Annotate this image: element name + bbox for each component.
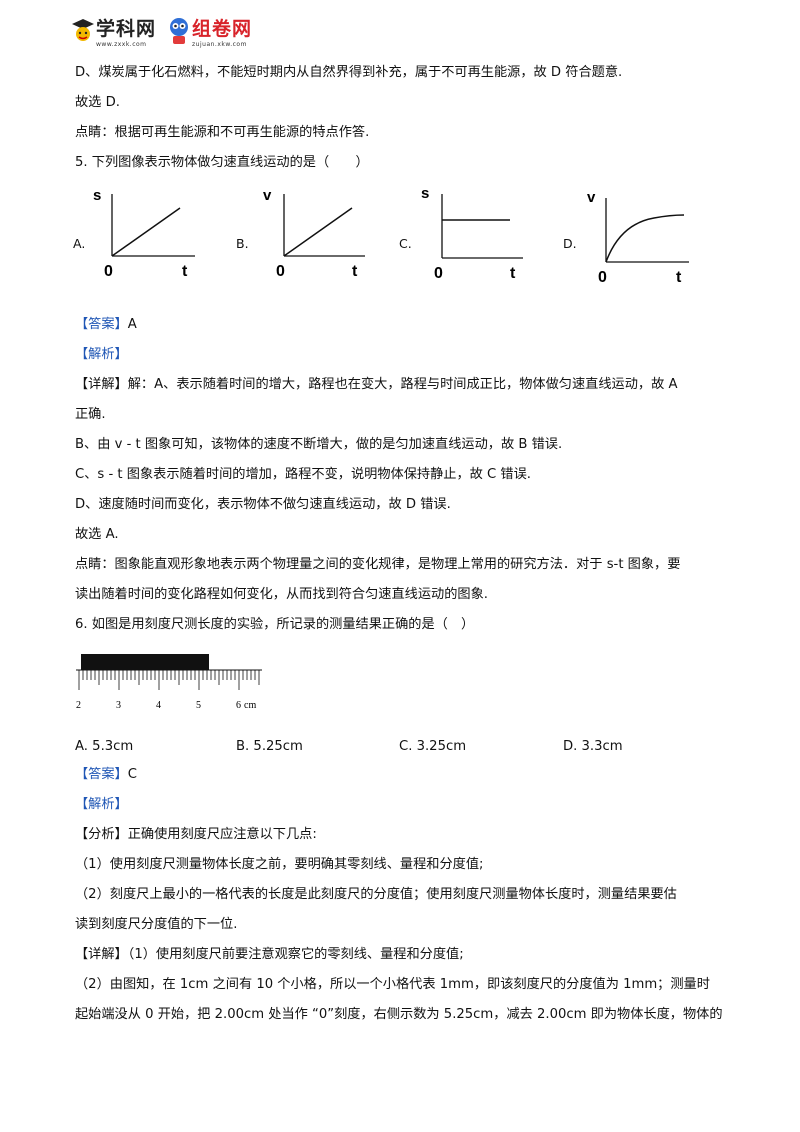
ruler-label: 4 — [156, 700, 161, 711]
ruler-ticks — [78, 670, 260, 690]
graph-c-origin: 0 — [434, 265, 443, 282]
option-b-label: B. — [236, 236, 249, 251]
graph-c-y-label: s — [421, 185, 429, 202]
graph-c: s 0 t — [421, 185, 523, 282]
text-line: （2）由图知，在 1cm 之间有 10 个小格，所以一个小格代表 1mm，即该刻… — [75, 977, 710, 992]
graph-a-line — [111, 207, 181, 257]
q6-fenxi-line: 【分析】正确使用刻度尺应注意以下几点: — [75, 826, 317, 844]
analysis-tag: 【解析】 — [75, 347, 128, 362]
question-5: 5. 下列图像表示物体做匀速直线运动的是（ ） — [75, 155, 369, 170]
text-line: 正确. — [75, 407, 106, 422]
graph-b-y-label: v — [263, 187, 272, 204]
zujuan-logo: 组卷网 zujuan.xkw.com — [166, 14, 252, 48]
q6-option-a: A. 5.3cm — [75, 739, 134, 754]
text-line: 故选 A. — [75, 527, 119, 542]
option-a-label: A. — [73, 236, 86, 251]
graph-d: v 0 t — [587, 189, 689, 286]
graph-a: s 0 t — [93, 187, 195, 280]
q6-fenxi-text: 正确使用刻度尺应注意以下几点: — [127, 827, 317, 842]
q6-detail-text: （1）使用刻度尺前要注意观察它的零刻线、量程和分度值; — [127, 947, 464, 962]
ruler-label: 5 — [196, 700, 201, 711]
zxxk-logo-sub: www.zxxk.com — [96, 41, 147, 48]
q6-answer-value: C — [127, 767, 137, 782]
text-line: 点睛：根据可再生能源和不可再生能源的特点作答. — [75, 125, 370, 140]
zxxk-logo: 学科网 www.zxxk.com — [70, 14, 156, 48]
graph-c-x-label: t — [510, 265, 516, 282]
q6-option-c: C. 3.25cm — [399, 739, 467, 754]
q6-detail-line: 【详解】（1）使用刻度尺前要注意观察它的零刻线、量程和分度值; — [75, 946, 464, 964]
q6-option-d: D. 3.3cm — [563, 739, 623, 754]
analysis-tag: 【解析】 — [75, 797, 128, 812]
text-line: （2）刻度尺上最小的一格代表的长度是此刻度尺的分度值；使用刻度尺测量物体长度时，… — [75, 887, 677, 902]
graph-b: v 0 t — [263, 187, 365, 280]
graph-d-y-label: v — [587, 189, 596, 206]
ruler-label: 6 — [236, 700, 241, 711]
zujuan-logo-text: 组卷网 — [192, 18, 253, 40]
q5-answer-line: 【答案】A — [75, 316, 137, 334]
detail-tag: 【详解】 — [75, 377, 128, 392]
zujuan-logo-sub: zujuan.xkw.com — [192, 41, 247, 48]
text-line: B、由 v - t 图象可知，该物体的速度不断增大，做的是匀加速直线运动，故 B… — [75, 437, 563, 452]
graph-a-y-label: s — [93, 187, 101, 204]
detail-tag: 【详解】 — [75, 947, 128, 962]
q5-answer-value: A — [127, 317, 137, 332]
q6-option-b: B. 5.25cm — [236, 739, 303, 754]
question-6: 6. 如图是用刻度尺测长度的实验，所记录的测量结果正确的是（ ） — [75, 617, 475, 632]
option-d-label: D. — [563, 236, 577, 251]
answer-tag: 【答案】 — [75, 767, 128, 782]
ruler-figure: 2 3 4 5 6 cm — [76, 654, 262, 711]
text-line: 读出随着时间的变化路程如何变化，从而找到符合匀速直线运动的图象. — [75, 587, 489, 602]
graph-d-x-label: t — [676, 269, 682, 286]
graph-a-x-label: t — [182, 263, 188, 280]
text-line: 点睛：图象能直观形象地表示两个物理量之间的变化规律，是物理上常用的研究方法．对于… — [75, 557, 681, 572]
answer-tag: 【答案】 — [75, 317, 128, 332]
ruler-unit: cm — [244, 700, 256, 711]
measured-object — [81, 654, 209, 670]
graduate-icon — [72, 19, 94, 41]
ruler-label: 3 — [116, 700, 121, 711]
graph-b-origin: 0 — [276, 263, 285, 280]
graph-b-line — [283, 207, 353, 257]
graph-a-origin: 0 — [104, 263, 113, 280]
mascot-icon — [170, 18, 189, 44]
graph-d-origin: 0 — [598, 269, 607, 286]
text-line: 起始端没从 0 开始，把 2.00cm 处当作 “0”刻度，右侧示数为 5.25… — [75, 1007, 723, 1022]
text-line: 故选 D. — [75, 95, 120, 110]
text-line: （1）使用刻度尺测量物体长度之前，要明确其零刻线、量程和分度值; — [75, 857, 484, 872]
graph-b-x-label: t — [352, 263, 358, 280]
text-line: 读到刻度尺分度值的下一位. — [75, 917, 238, 932]
q5-detail-line: 【详解】解：A、表示随着时间的增大，路程也在变大，路程与时间成正比，物体做匀速直… — [75, 376, 677, 394]
ruler-label: 2 — [76, 700, 81, 711]
option-c-label: C. — [399, 236, 412, 251]
text-line: C、s - t 图象表示随着时间的增加，路程不变，说明物体保持静止，故 C 错误… — [75, 467, 531, 482]
graph-d-curve — [605, 214, 685, 263]
text-line: D、速度随时间而变化，表示物体不做匀速直线运动，故 D 错误. — [75, 497, 451, 512]
header-logos: 学科网 www.zxxk.com 组卷网 zujuan.xkw.com — [70, 12, 252, 50]
zxxk-logo-text: 学科网 — [96, 18, 157, 40]
q6-answer-line: 【答案】C — [75, 766, 137, 784]
text-line: D、煤炭属于化石燃料，不能短时期内从自然界得到补充，属于不可再生能源，故 D 符… — [75, 65, 623, 80]
fenxi-tag: 【分析】 — [75, 827, 128, 842]
q5-detail-text: 解：A、表示随着时间的增大，路程也在变大，路程与时间成正比，物体做匀速直线运动，… — [127, 377, 678, 392]
